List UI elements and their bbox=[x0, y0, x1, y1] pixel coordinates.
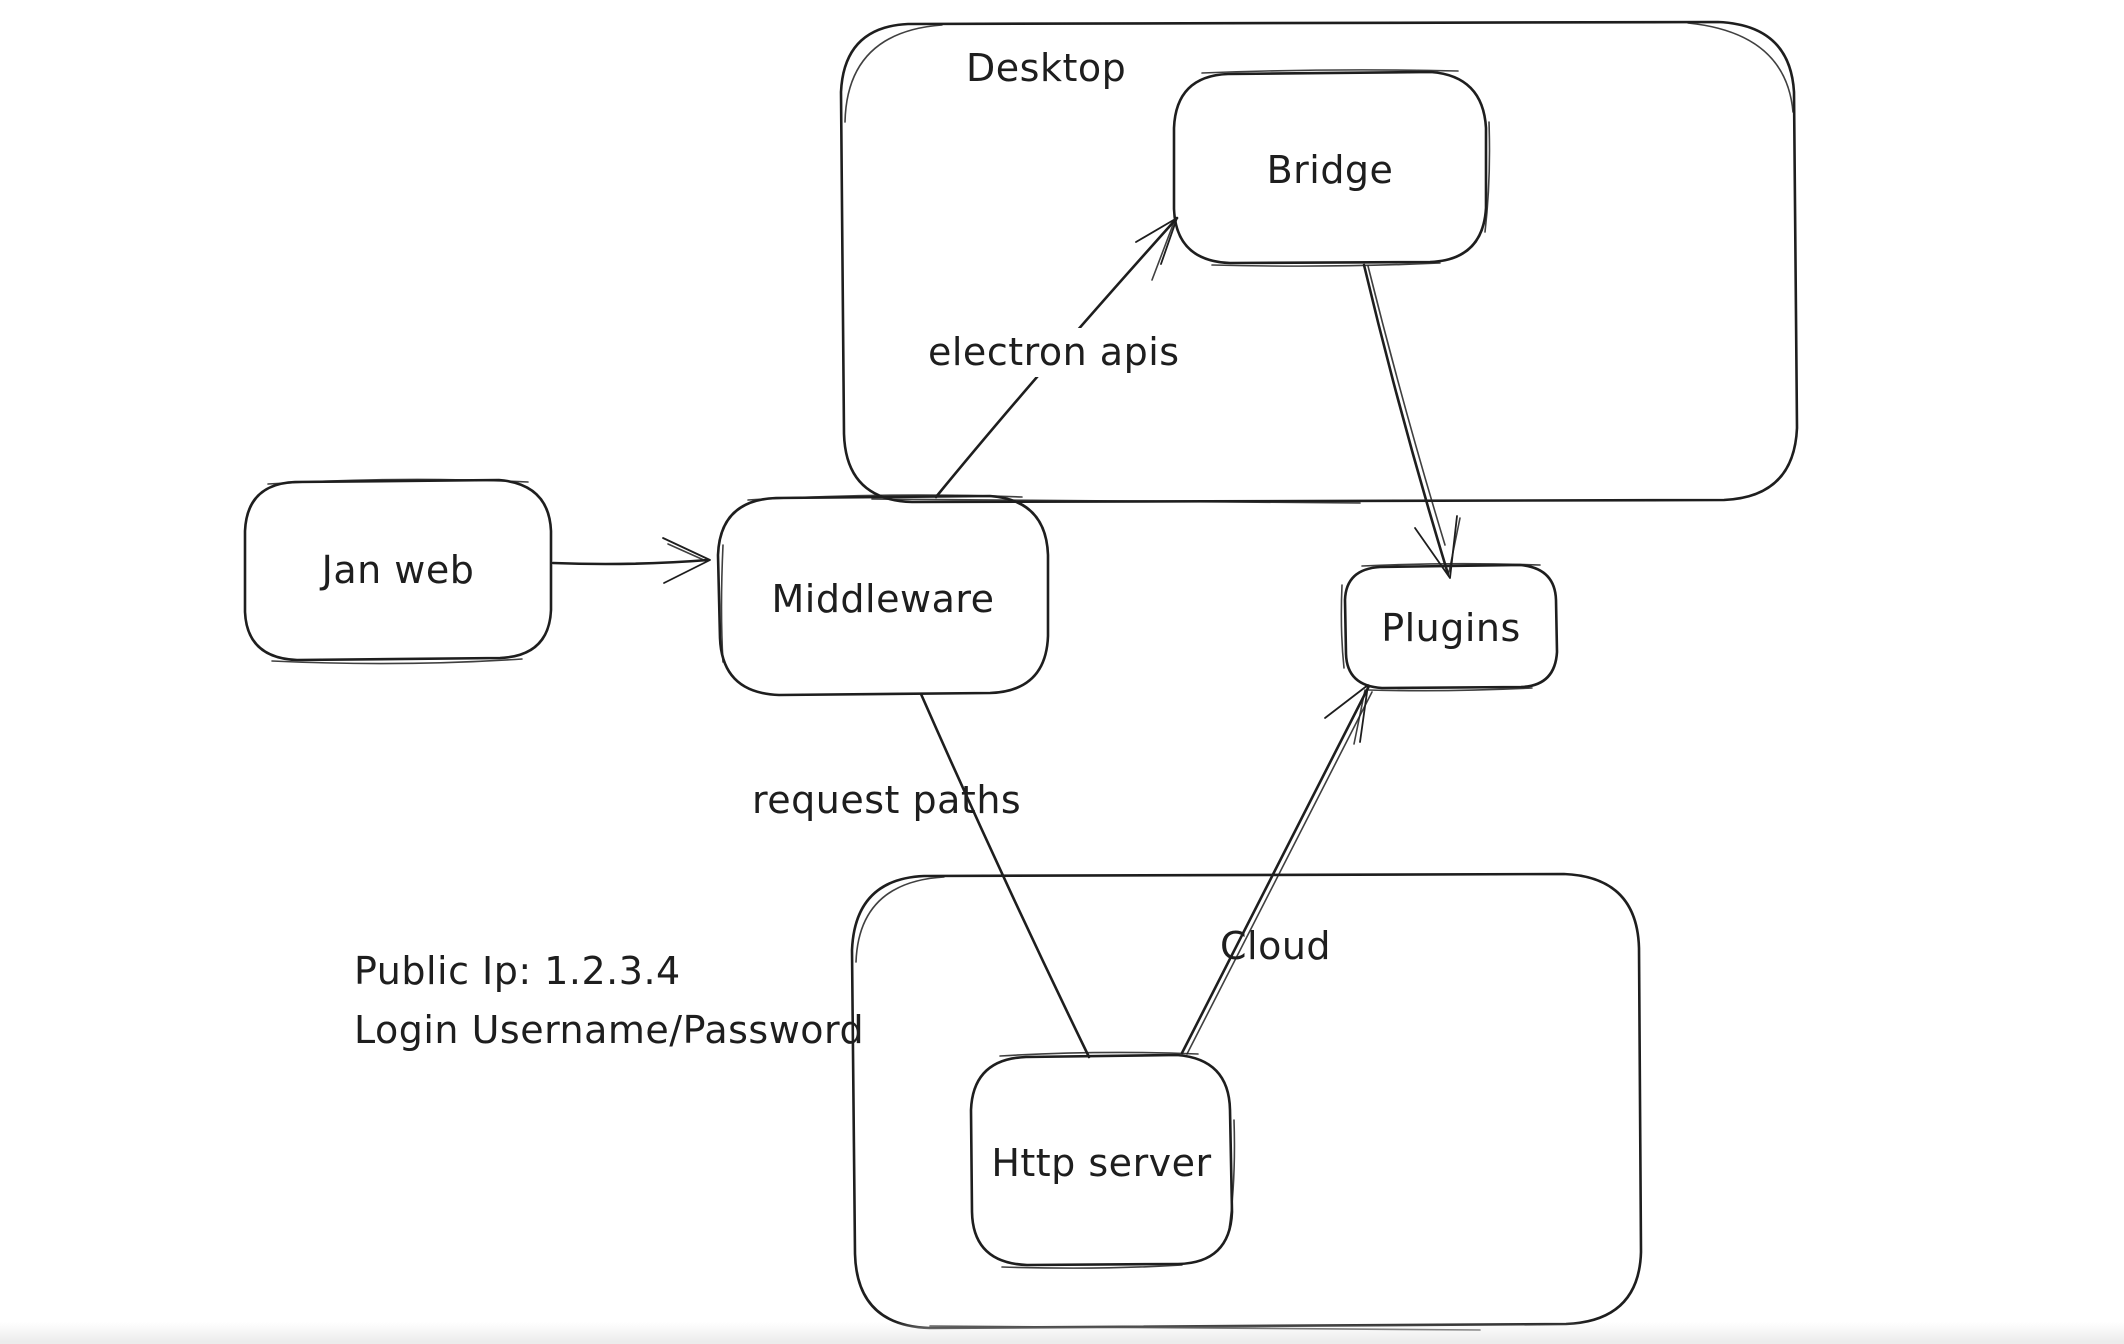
edge-label-request-paths: request paths bbox=[752, 778, 1022, 822]
node-middleware-overdraw-left bbox=[720, 544, 724, 663]
annotation-credentials: Public Ip: 1.2.3.4 Login Username/Passwo… bbox=[354, 942, 864, 1060]
node-http-server-label-text: Http server bbox=[991, 1141, 1212, 1185]
arrow-bridge-to-plugins[interactable] bbox=[1362, 263, 1461, 579]
arrow-httpserver-to-plugins-head bbox=[1324, 684, 1369, 743]
node-plugins-overdraw-bottom bbox=[1367, 687, 1533, 692]
node-jan-web-label: Jan web bbox=[245, 480, 551, 660]
node-plugins-shape[interactable] bbox=[1340, 562, 1559, 692]
arrow-bridge-to-plugins-line-overdraw bbox=[1367, 265, 1446, 546]
arrow-middleware-to-bridge-head bbox=[1135, 217, 1178, 265]
node-bridge-overdraw-right bbox=[1484, 121, 1491, 233]
arrow-middleware-to-bridge-head-overdraw bbox=[1151, 221, 1175, 281]
node-middleware-shape[interactable] bbox=[716, 494, 1050, 697]
arrow-httpserver-to-plugins-line-overdraw bbox=[1186, 691, 1373, 1055]
node-jan-web-overdraw-bottom bbox=[271, 658, 523, 665]
container-cloud-overdraw-corner-tl bbox=[855, 876, 945, 963]
arrow-httpserver-to-plugins-head-overdraw bbox=[1353, 689, 1366, 745]
node-http-server-label: Http server bbox=[971, 1058, 1232, 1268]
node-bridge-overdraw-top bbox=[1201, 69, 1459, 74]
container-desktop-outline[interactable] bbox=[839, 20, 1799, 504]
annotation-login: Login Username/Password bbox=[354, 1007, 865, 1052]
node-bridge-overdraw-bottom bbox=[1211, 262, 1441, 267]
node-plugins-outline[interactable] bbox=[1343, 563, 1559, 690]
node-middleware-overdraw-top bbox=[747, 494, 1023, 501]
node-jan-web-overdraw-top bbox=[267, 478, 529, 485]
container-desktop-label: Desktop bbox=[966, 46, 1127, 90]
node-http-server-shape[interactable] bbox=[969, 1051, 1236, 1269]
node-bridge-outline[interactable] bbox=[1172, 70, 1488, 265]
node-middleware-outline[interactable] bbox=[716, 494, 1050, 697]
node-http-server-overdraw-top bbox=[999, 1051, 1199, 1057]
container-cloud-label: Cloud bbox=[1220, 924, 1332, 968]
arrow-bridge-to-plugins-head-overdraw bbox=[1448, 517, 1461, 573]
node-plugins-overdraw-left bbox=[1340, 584, 1345, 669]
window-bottom-edge bbox=[0, 1322, 2124, 1344]
node-bridge-label: Bridge bbox=[1174, 74, 1486, 265]
container-desktop-shape[interactable] bbox=[839, 20, 1799, 504]
arrow-httpserver-to-plugins-line[interactable] bbox=[1180, 684, 1371, 1055]
edge-middleware-to-httpserver-line[interactable] bbox=[919, 692, 1091, 1059]
arrow-janweb-to-middleware-line[interactable] bbox=[551, 558, 710, 566]
node-jan-web-label-text: Jan web bbox=[321, 548, 475, 592]
arrow-bridge-to-plugins-line[interactable] bbox=[1362, 263, 1450, 576]
container-desktop-overdraw-bottom bbox=[871, 498, 1361, 504]
container-desktop-overdraw-corner-tl bbox=[844, 24, 943, 123]
edge-middleware-to-httpserver[interactable] bbox=[919, 692, 1091, 1059]
node-middleware-label-text: Middleware bbox=[771, 576, 995, 621]
node-middleware-label: Middleware bbox=[718, 500, 1048, 697]
node-plugins-label: Plugins bbox=[1345, 566, 1557, 689]
node-plugins-label-text: Plugins bbox=[1381, 605, 1521, 650]
arrow-janweb-to-middleware-head-overdraw bbox=[667, 543, 707, 562]
arrow-bridge-to-plugins-head bbox=[1414, 515, 1458, 579]
node-http-server-outline[interactable] bbox=[969, 1053, 1234, 1267]
node-jan-web-outline[interactable] bbox=[243, 478, 553, 662]
container-desktop-overdraw-corner-tr bbox=[1687, 22, 1794, 113]
node-http-server-overdraw-right bbox=[1228, 1119, 1236, 1231]
node-http-server-overdraw-bottom bbox=[1001, 1264, 1183, 1269]
edge-label-electron-apis: electron apis bbox=[918, 328, 1190, 377]
node-bridge-shape[interactable] bbox=[1172, 69, 1491, 267]
node-jan-web-shape[interactable] bbox=[243, 478, 553, 665]
annotation-public-ip: Public Ip: 1.2.3.4 bbox=[354, 949, 681, 993]
arrow-janweb-to-middleware[interactable] bbox=[551, 537, 711, 584]
arrow-janweb-to-middleware-head bbox=[662, 537, 711, 584]
node-bridge-label-text: Bridge bbox=[1266, 147, 1394, 192]
arrow-httpserver-to-plugins[interactable] bbox=[1180, 684, 1373, 1055]
